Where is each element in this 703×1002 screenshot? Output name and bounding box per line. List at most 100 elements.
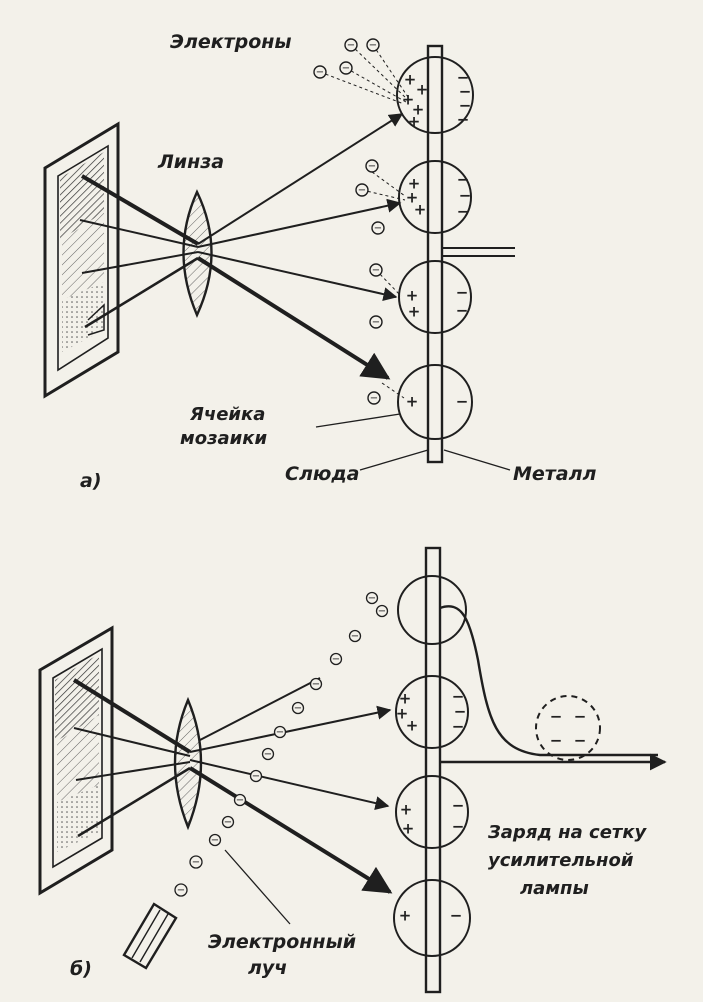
svg-text:+: +	[408, 175, 421, 193]
svg-text:−: −	[459, 83, 472, 101]
label-metal: Металл	[513, 463, 597, 485]
svg-text:−: −	[370, 393, 378, 404]
mosaic-cell: ++ ++ + −− −−	[396, 56, 474, 134]
svg-text:−: −	[456, 393, 469, 411]
svg-text:−: −	[294, 703, 302, 714]
label-charge-line3: лампы	[520, 878, 589, 899]
svg-text:−: −	[368, 593, 376, 604]
svg-text:−: −	[450, 907, 463, 925]
svg-text:−: −	[457, 203, 470, 221]
mosaic-cell: ++ + −− −	[395, 675, 469, 749]
mosaic-cell: + −	[393, 879, 471, 957]
panel-b-marker: б)	[70, 958, 92, 980]
object-picture	[38, 625, 114, 896]
electron-gun	[122, 902, 178, 970]
leader-lines-b	[224, 849, 291, 925]
svg-text:−: −	[312, 679, 320, 690]
svg-text:+: +	[396, 705, 409, 723]
svg-text:−: −	[452, 718, 465, 736]
svg-text:−: −	[372, 317, 380, 328]
svg-text:−: −	[351, 631, 359, 642]
svg-text:−: −	[211, 835, 219, 846]
panel-b: ++ + −− − ++ −− + − −− −−	[38, 546, 667, 994]
svg-text:+: +	[406, 189, 419, 207]
svg-text:+: +	[408, 303, 421, 321]
panel-a: ++ ++ + −− −− ++ + −− − ++ −− + −	[43, 31, 597, 492]
label-electron-beam-line2: луч	[248, 957, 287, 979]
svg-text:−: −	[192, 857, 200, 868]
svg-text:−: −	[264, 749, 272, 760]
svg-text:−: −	[452, 818, 465, 836]
mica-plate-a	[426, 44, 515, 464]
svg-text:+: +	[416, 81, 429, 99]
label-charge-line2: усилительной	[488, 850, 634, 871]
svg-text:+: +	[400, 801, 413, 819]
svg-text:+: +	[404, 71, 417, 89]
svg-text:−: −	[454, 703, 467, 721]
svg-text:+: +	[406, 717, 419, 735]
svg-text:−: −	[457, 171, 470, 189]
light-rays-a	[79, 113, 404, 380]
mosaic-cell: ++ + −− −	[398, 160, 472, 234]
svg-text:−: −	[276, 727, 284, 738]
mosaic-cell: ++ −−	[398, 260, 472, 334]
signal-waveform: −− −−	[439, 605, 667, 771]
svg-text:−: −	[374, 223, 382, 234]
mosaic-cell	[397, 575, 467, 645]
svg-text:−: −	[550, 732, 563, 750]
svg-text:+: +	[412, 101, 425, 119]
label-mica: Слюда	[285, 463, 360, 485]
svg-text:−: −	[332, 654, 340, 665]
label-mosaic-cell: Ячейка	[189, 404, 265, 425]
svg-text:+: +	[406, 393, 419, 411]
label-electrons: Электроны	[170, 31, 292, 53]
svg-text:−: −	[459, 97, 472, 115]
svg-text:−: −	[550, 708, 563, 726]
svg-text:−: −	[347, 40, 355, 51]
label-electron-beam: Электронный	[208, 931, 356, 953]
svg-text:−: −	[456, 284, 469, 302]
svg-text:+: +	[414, 201, 427, 219]
svg-text:+: +	[408, 113, 421, 131]
mosaic-cell: + −	[397, 364, 473, 440]
svg-text:−: −	[457, 111, 470, 129]
svg-text:−: −	[378, 606, 386, 617]
svg-text:+: +	[402, 820, 415, 838]
svg-text:−: −	[452, 797, 465, 815]
svg-text:−: −	[369, 40, 377, 51]
svg-text:−: −	[224, 817, 232, 828]
svg-text:−: −	[342, 63, 350, 74]
light-rays-b	[72, 677, 393, 894]
svg-text:−: −	[574, 732, 587, 750]
svg-text:−: −	[177, 885, 185, 896]
lens-b	[173, 696, 203, 831]
mosaic-cells-a: ++ ++ + −− −− ++ + −− − ++ −− + −	[396, 56, 474, 440]
mosaic-cells-b: ++ + −− − ++ −− + −	[393, 575, 471, 957]
svg-text:−: −	[459, 187, 472, 205]
mica-plate-b	[424, 546, 442, 994]
svg-text:−: −	[358, 185, 366, 196]
label-mosaic-cell-line2: мозаики	[180, 428, 268, 449]
svg-text:−: −	[372, 265, 380, 276]
svg-text:−: −	[252, 771, 260, 782]
label-charge: Заряд на сетку	[487, 822, 648, 843]
svg-text:+: +	[399, 690, 412, 708]
mosaic-cell: ++ − −	[395, 775, 469, 849]
electron-beam: −− −− −− −− −− −− −−	[122, 591, 389, 970]
panel-a-marker: а)	[80, 470, 102, 492]
object-picture	[43, 121, 120, 399]
svg-text:−: −	[452, 688, 465, 706]
svg-text:+: +	[406, 287, 419, 305]
svg-text:−: −	[574, 708, 587, 726]
svg-text:−: −	[368, 161, 376, 172]
svg-text:+: +	[399, 907, 412, 925]
svg-text:−: −	[316, 67, 324, 78]
label-lens: Линза	[157, 151, 224, 173]
svg-text:−: −	[456, 302, 469, 320]
electrons-a: − − − − − − − − − −	[313, 38, 411, 405]
svg-text:−: −	[457, 69, 470, 87]
leader-lines-a	[315, 413, 511, 471]
lens-a	[182, 189, 213, 318]
svg-text:−: −	[236, 795, 244, 806]
